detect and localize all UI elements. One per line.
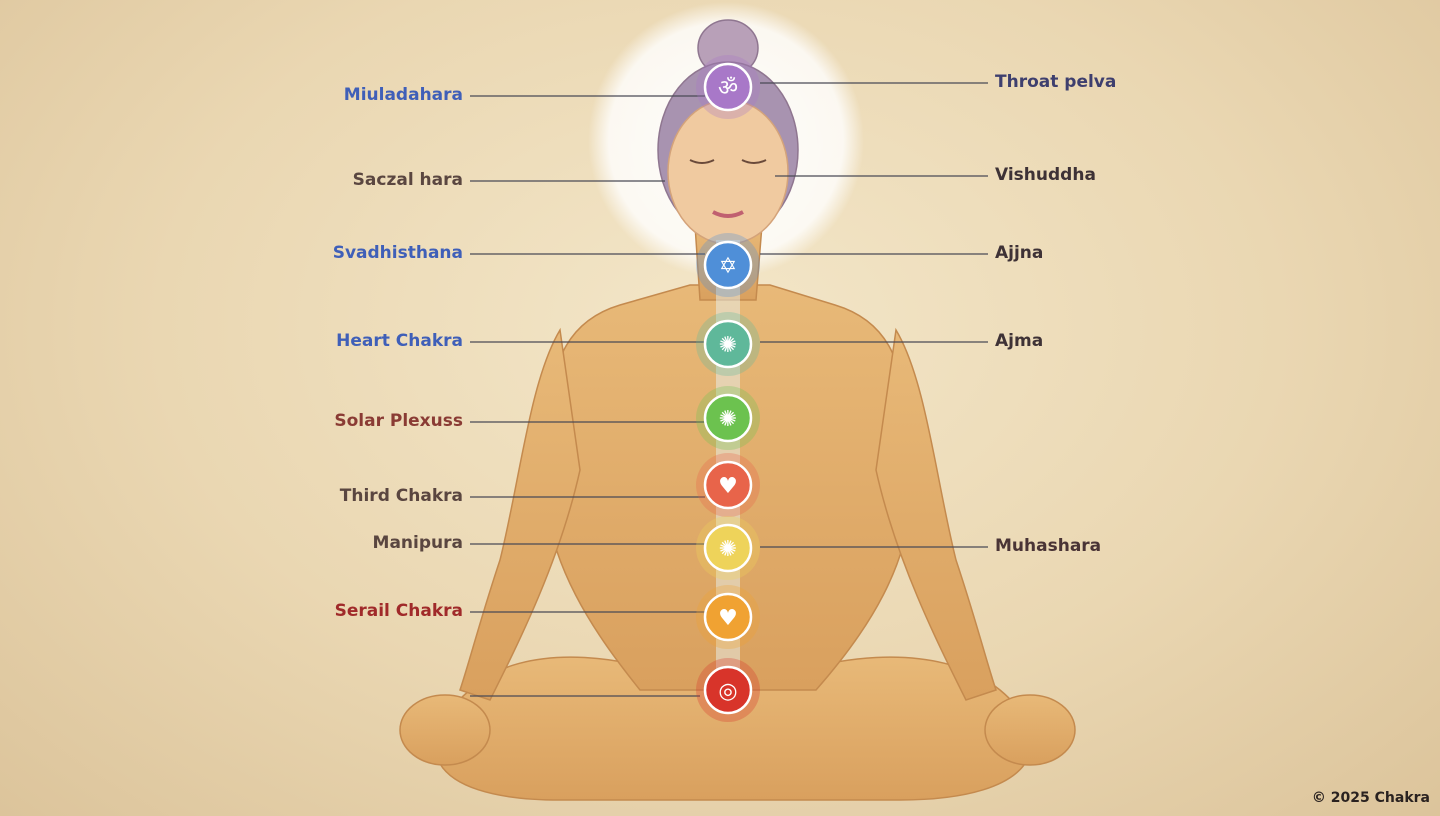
- chakra-3: ✺: [696, 312, 760, 376]
- chakra-label-right: Throat pelva: [995, 72, 1117, 92]
- chakra-6: ✺: [696, 516, 760, 580]
- chakra-label-left: Svadhisthana: [332, 243, 463, 263]
- lotus-symbol-icon: ॐ: [718, 76, 738, 101]
- star-symbol-icon: ✡: [719, 254, 737, 279]
- face: [689, 159, 767, 218]
- chakra-7: ♥: [696, 585, 760, 649]
- chakra-label-left: Miuladahara: [343, 85, 463, 105]
- chakra-label-right: Ajjna: [995, 243, 1044, 263]
- chakra-label-left: Saczal hara: [352, 170, 463, 190]
- sun-symbol-icon: ✺: [719, 537, 737, 562]
- copyright: © 2025 Chakra: [1311, 790, 1430, 806]
- chakra-label-left: Serail Chakra: [334, 601, 463, 621]
- chakra-label-right: Ajma: [995, 331, 1044, 351]
- chakra-5: ♥: [696, 453, 760, 517]
- leader-lines: [470, 82, 988, 697]
- heart-icon: ♥: [718, 474, 738, 499]
- chakra-2: ✡: [696, 233, 760, 297]
- chakra-8: ◎: [696, 658, 760, 722]
- heart-icon: ♥: [718, 606, 738, 631]
- chakra-label-left: Third Chakra: [339, 486, 463, 506]
- chakra-4: ✺: [696, 386, 760, 450]
- chakra-label-left: Solar Plexuss: [334, 411, 463, 431]
- chakra-1: ॐ: [696, 55, 760, 119]
- chakra-label-right: Muhashara: [995, 536, 1102, 556]
- sun-symbol-icon: ✺: [719, 407, 737, 432]
- chakra-label-left: Manipura: [372, 533, 463, 553]
- wheel-symbol-icon: ✺: [719, 333, 737, 358]
- chakra-label-right: Vishuddha: [995, 165, 1096, 185]
- root-symbol-icon: ◎: [718, 679, 737, 704]
- chakra-label-left: Heart Chakra: [336, 331, 463, 351]
